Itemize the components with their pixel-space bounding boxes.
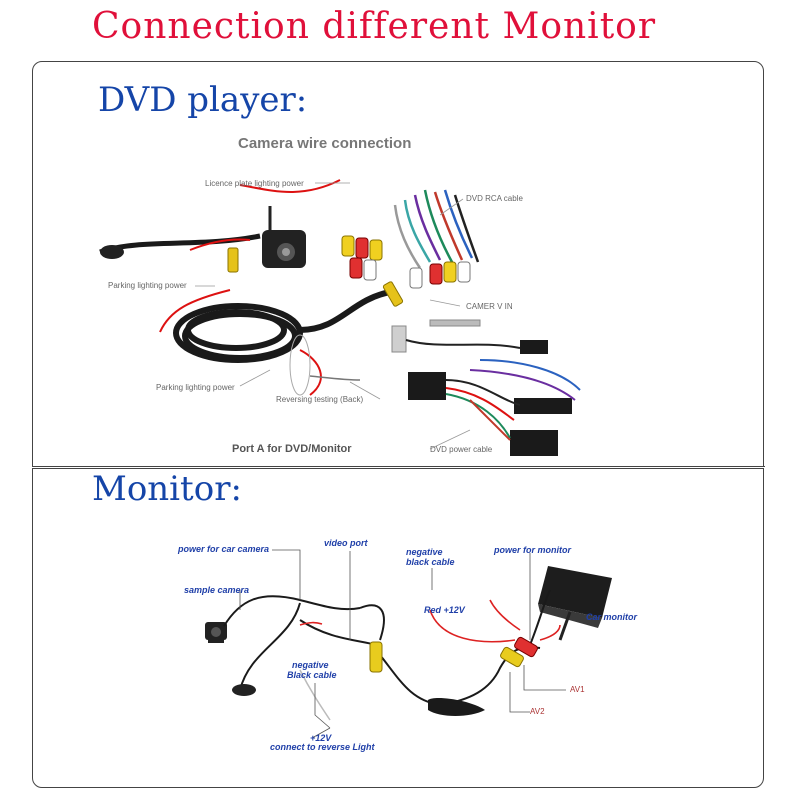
dvd-rca-bundle	[393, 189, 480, 269]
dvd-player-panel	[32, 61, 764, 467]
label-black-cable-2: Black cable	[287, 670, 337, 680]
label-reversing: Reversing testing (Back)	[276, 395, 363, 404]
label-power-monitor: power for monitor	[493, 545, 571, 555]
label-port-a: Port A for DVD/Monitor	[232, 443, 352, 455]
label-power-car-camera: power for car camera	[177, 544, 269, 554]
label-dvd-power: DVD power cable	[430, 445, 493, 454]
label-video-port: video port	[324, 538, 369, 548]
label-negative-1: negative	[406, 547, 443, 557]
monitor-section-title: Monitor:	[92, 469, 242, 509]
diagram-title: Camera wire connection	[238, 135, 411, 152]
label-car-monitor: Car monitor	[586, 612, 638, 622]
label-negative-2: negative	[292, 660, 329, 670]
label-parking-1: Parking lighting power	[108, 281, 187, 290]
label-red-12v: Red +12V	[424, 605, 466, 615]
power-harness	[391, 319, 581, 456]
monitor-wiring-diagram: power for car camera video port negative…	[177, 538, 638, 752]
cable-plug	[100, 245, 124, 259]
inline-module	[428, 698, 485, 716]
rca-video-port	[369, 641, 383, 673]
label-sample-camera: sample camera	[184, 585, 249, 595]
camera-housing	[262, 206, 306, 268]
monitor-panel	[32, 468, 764, 788]
label-camer-v-in: CAMER V IN	[466, 302, 513, 311]
page-title: Connection different Monitor	[92, 6, 657, 47]
label-licence-plate: Licence plate lighting power	[205, 179, 304, 188]
dvd-section-title: DVD player:	[98, 80, 308, 120]
sample-camera	[205, 622, 227, 643]
label-av2: AV2	[530, 707, 545, 716]
dvd-wiring-diagram: Camera wire connection	[99, 135, 581, 456]
label-av1: AV1	[570, 685, 585, 694]
label-black-cable-1: black cable	[406, 557, 455, 567]
rca-plugs	[341, 235, 471, 289]
label-parking-2: Parking lighting power	[156, 383, 235, 392]
label-dvd-rca: DVD RCA cable	[466, 194, 523, 203]
car-monitor	[538, 566, 612, 641]
label-plus-12v: +12V	[310, 733, 332, 743]
camera-cable-coil	[173, 289, 391, 363]
panel-divider	[32, 466, 765, 467]
label-reverse-light: connect to reverse Light	[270, 742, 376, 752]
